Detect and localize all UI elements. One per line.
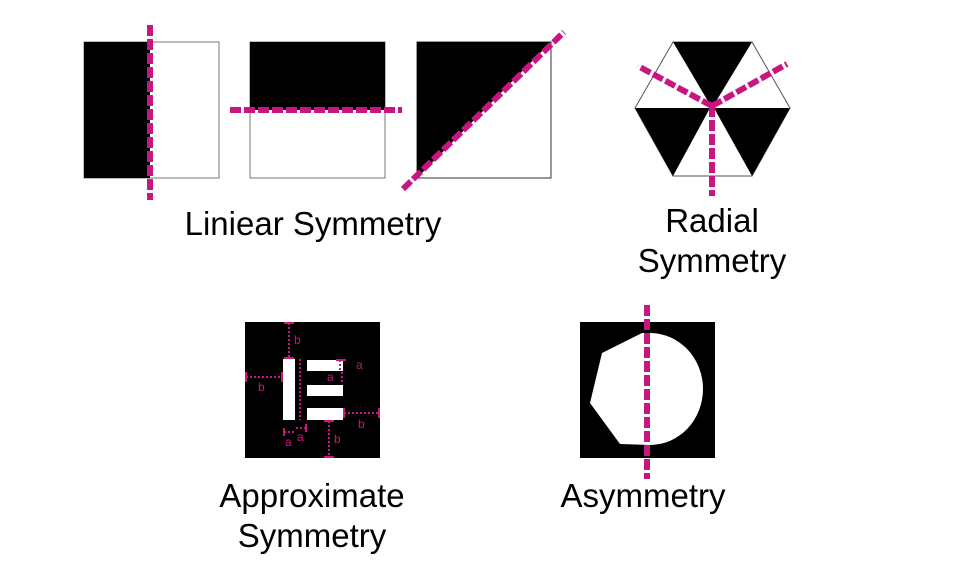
radial-figure [634,41,791,196]
dimension-label: b [334,432,341,446]
dimension-label: a [285,435,292,449]
radial-label-line2: Symmetry [638,242,787,279]
linear-diagonal-figure [400,29,567,192]
symmetry-axis [400,29,567,192]
asymmetry-label: Asymmetry [561,477,727,514]
approximate-label-line1: Approximate [219,477,404,514]
linear-vertical-figure [83,25,220,200]
linear-symmetry-label: Liniear Symmetry [185,205,442,242]
approximate-figure: b b b b a a a a [245,322,380,458]
dimension-label: a [327,370,334,384]
dimension-label: b [294,333,301,347]
dimension-label: b [358,417,365,431]
symmetry-axis [710,61,789,109]
linear-horizontal-figure [230,41,402,179]
dimension-label: a [356,358,363,372]
asymmetry-figure [580,305,715,479]
symmetry-axis [636,63,714,109]
dimension-label: b [258,380,265,394]
approximate-label-line2: Symmetry [238,517,387,554]
dimension-label: a [297,430,304,444]
radial-label-line1: Radial [665,202,759,239]
